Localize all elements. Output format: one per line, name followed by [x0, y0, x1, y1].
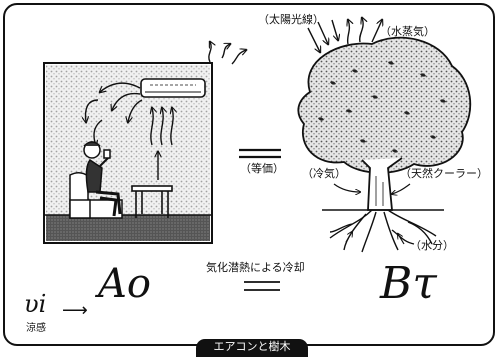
cold-air-label: （冷気）: [302, 167, 346, 180]
caption-tab: エアコンと樹木: [196, 339, 308, 357]
vapor-label: （水蒸気）: [380, 25, 435, 38]
person-in-chair: [69, 141, 123, 219]
natural-cooler-label: （天然クーラー）: [400, 167, 488, 180]
latent-heat-label: 気化潜熱による冷却: [206, 261, 305, 274]
symbol-btau: Bτ: [380, 258, 437, 309]
symbol-vi: υi: [24, 290, 47, 318]
cold-air-pointers: [333, 183, 411, 194]
symbol-ao: Ao: [98, 261, 151, 307]
air-conditioner: [140, 42, 246, 98]
warm-air-rising: [151, 108, 173, 180]
right-arrow-icon: ⟶: [62, 300, 88, 321]
side-table: [131, 185, 173, 218]
moisture-label: （水分）: [410, 239, 454, 252]
tree-illustration: [297, 36, 472, 253]
cool-feel-label: 涼感: [26, 323, 46, 334]
sunlight-arrows: [307, 19, 338, 52]
equivalent-label: （等価）: [240, 162, 284, 175]
sunlight-label: （太陽光線）: [258, 13, 324, 26]
equivalent-sign: [239, 148, 281, 159]
equals-sign: [244, 281, 280, 291]
vapor-arrows: [348, 18, 382, 45]
